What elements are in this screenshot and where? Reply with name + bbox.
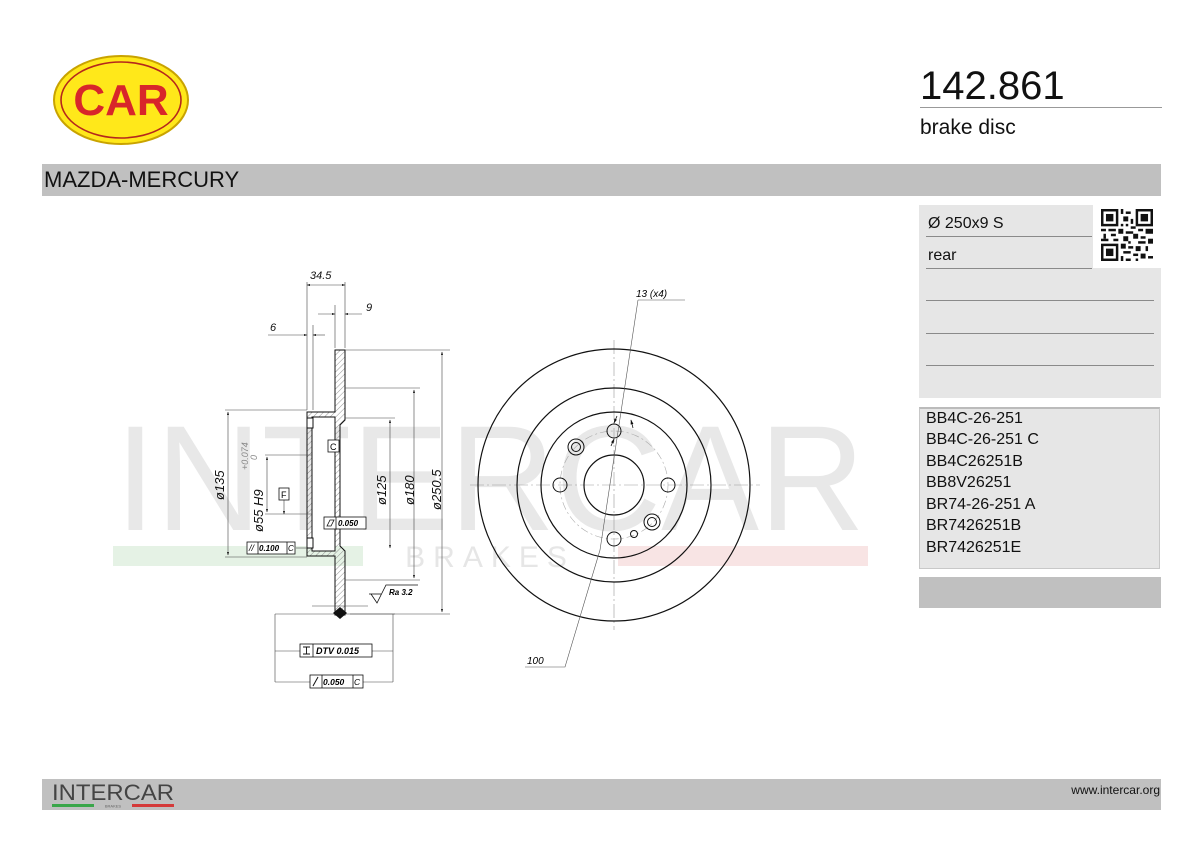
holes-label: 13 (x4) — [636, 289, 667, 300]
spec-rule — [926, 300, 1154, 301]
oe-number: BB4C-26-251 C — [926, 431, 1039, 448]
flag-green — [52, 804, 94, 807]
roughness-value: Ra 3.2 — [389, 588, 413, 597]
bolt-circle — [559, 430, 669, 540]
center-bore — [583, 454, 645, 516]
spec-position: rear — [928, 247, 957, 264]
disc-outer-circle — [477, 348, 751, 622]
watermark-red-bar — [618, 546, 868, 566]
intercar-logo-sub: BRAKES — [105, 804, 122, 809]
car-logo: CAR — [53, 55, 189, 145]
dtv-icon — [303, 646, 310, 655]
bolt-hole — [552, 477, 568, 493]
datum-f-label: F — [281, 490, 287, 500]
disc-thickness-marker — [333, 607, 347, 619]
part-type: brake disc — [920, 116, 1016, 139]
car-logo-text: CAR — [73, 76, 168, 125]
runout-icon — [312, 676, 319, 687]
tolerance-lower: 0 — [249, 455, 259, 460]
spec-dimension: Ø 250x9 S — [928, 215, 1004, 232]
oe-number: BR7426251B — [926, 517, 1022, 534]
parallelism-frame: // 0.100 C — [246, 541, 296, 555]
spec-rule — [926, 268, 1092, 269]
flag-red — [132, 804, 174, 807]
part-number: 142.861 — [920, 64, 1065, 108]
hat-circle — [540, 411, 688, 559]
dimension-lines — [225, 282, 450, 683]
runout-ref: C — [354, 677, 361, 687]
dim-d55: ø55 H9 — [251, 489, 266, 532]
watermark-sub-text: BRAKES — [405, 541, 575, 574]
flatness-icon — [326, 519, 335, 527]
dtv-frame: DTV 0.015 — [299, 643, 373, 658]
dtv-value: DTV 0.015 — [316, 646, 360, 656]
disc-friction-inner-circle — [516, 387, 712, 583]
runout-value: 0.050 — [323, 677, 345, 687]
datum-c-label: C — [330, 442, 337, 452]
dim-d180: ø180 — [402, 475, 417, 505]
flatness-value: 0.050 — [338, 519, 359, 528]
technical-drawing: INTERCAR BRAKES — [113, 270, 868, 689]
dim-d135: ø135 — [212, 470, 227, 500]
spec-rule — [926, 365, 1154, 366]
intercar-logo-text: INTERCAR — [52, 780, 174, 805]
tolerance-upper: +0.074 — [240, 442, 250, 470]
qr-code-icon — [1101, 209, 1153, 261]
dim-hat-thickness: 6 — [270, 322, 277, 334]
bolt-hole — [606, 423, 622, 439]
spec-rule — [926, 236, 1092, 237]
flatness-frame: 0.050 — [323, 516, 367, 530]
locating-hole — [567, 438, 585, 456]
title-divider — [920, 107, 1162, 108]
watermark-green-bar — [113, 546, 363, 566]
bolt-hole — [660, 477, 676, 493]
locating-hole — [643, 513, 661, 531]
runout-frame: 0.050 C — [309, 674, 364, 689]
parallelism-value: 0.100 — [259, 544, 280, 553]
brand-bar — [42, 164, 1161, 196]
oe-number: BR7426251E — [926, 539, 1022, 556]
oe-number: BB8V26251 — [926, 474, 1012, 491]
dim-d250: ø250.5 — [429, 469, 444, 510]
dim-disc-thickness: 9 — [366, 302, 372, 314]
parallelism-ref: C — [288, 544, 294, 553]
disc-front-view — [470, 299, 760, 668]
pcd-label: 100 — [527, 656, 544, 667]
spec-footer-strip — [919, 577, 1161, 608]
leader-line — [525, 299, 639, 668]
datum-f-frame: F — [278, 487, 290, 501]
qr-code-area — [1093, 203, 1163, 268]
bolt-hole — [606, 531, 622, 547]
parallelism-icon: // — [248, 543, 256, 553]
datum-c-frame: C — [327, 439, 340, 453]
footer-bar — [42, 779, 1161, 810]
oe-number: BR74-26-251 A — [926, 496, 1036, 513]
brand-name: MAZDA-MERCURY — [44, 167, 240, 192]
roughness-symbol: Ra 3.2 — [369, 584, 418, 604]
website-link[interactable]: www.intercar.org — [1071, 783, 1160, 797]
watermark: INTERCAR BRAKES — [113, 394, 868, 574]
small-hole — [630, 530, 638, 538]
spec-rule — [926, 333, 1154, 334]
dim-d125: ø125 — [374, 475, 389, 505]
oe-number: BB4C-26-251 — [926, 410, 1023, 427]
dim-overall-height: 34.5 — [310, 270, 332, 282]
oe-numbers-panel — [919, 407, 1160, 569]
intercar-logo: INTERCAR BRAKES — [52, 780, 174, 809]
oe-number: BB4C26251B — [926, 453, 1023, 470]
watermark-text: INTERCAR — [115, 394, 865, 562]
